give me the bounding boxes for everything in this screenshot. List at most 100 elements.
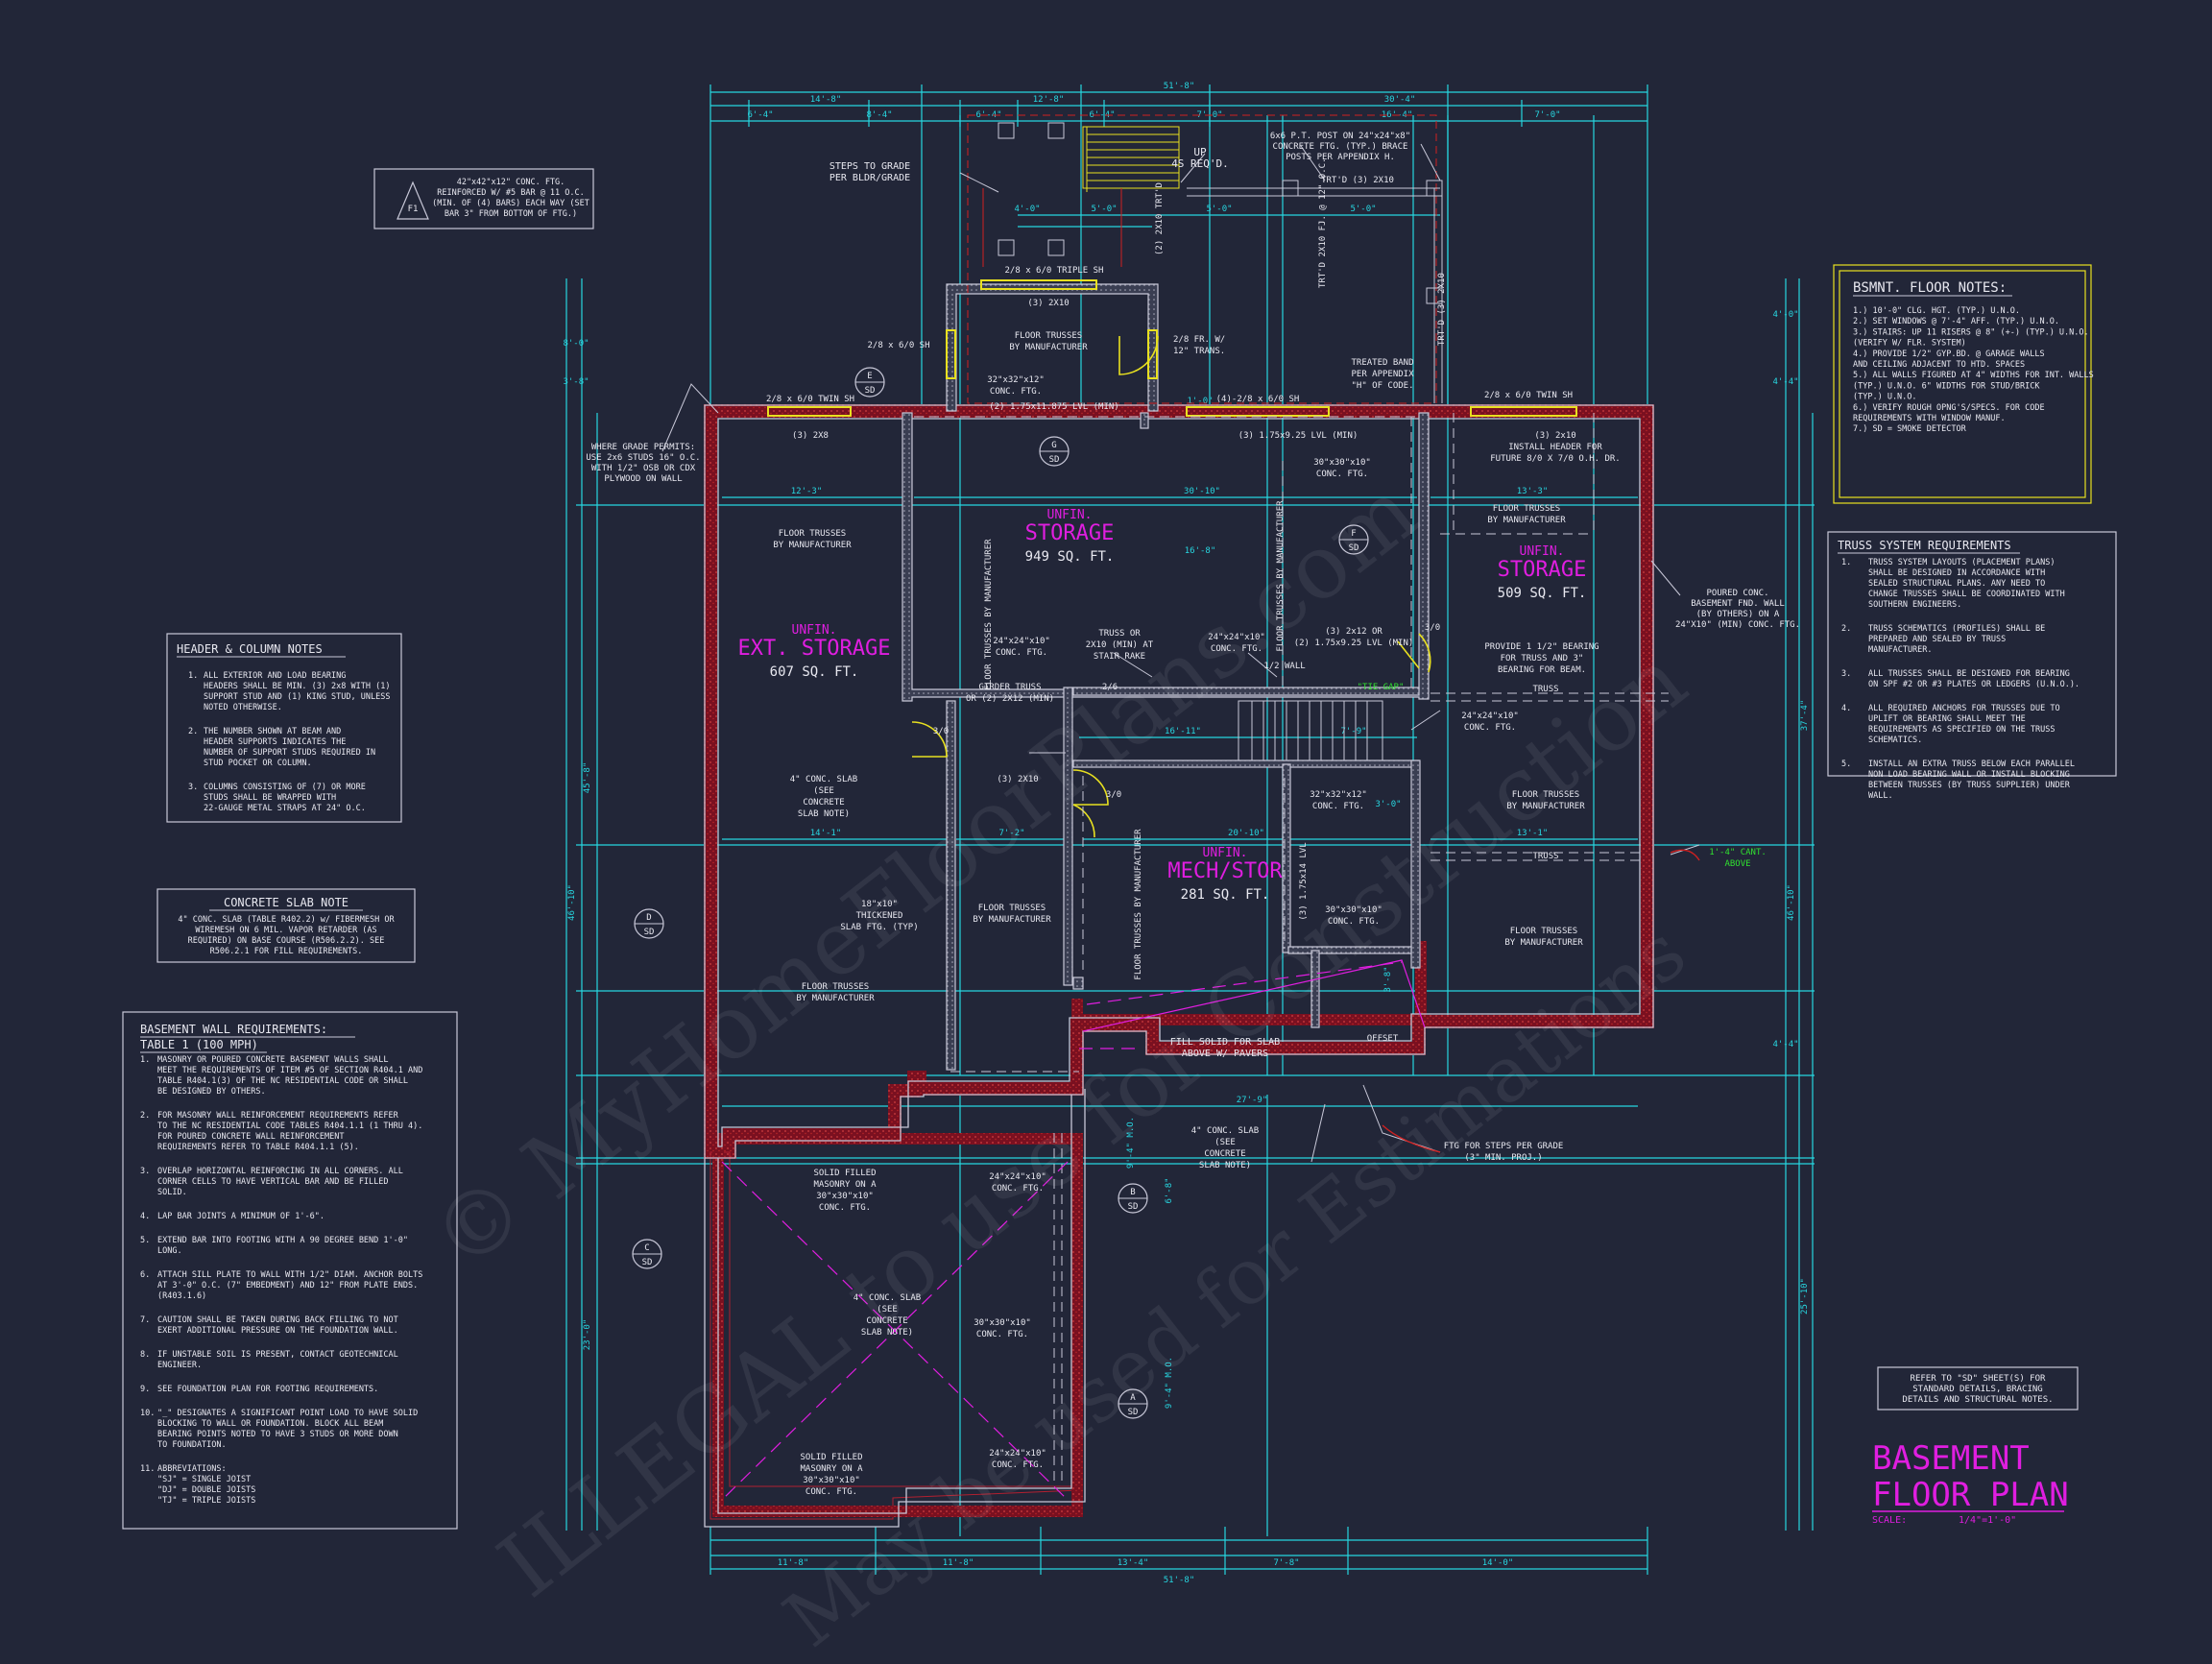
dimension-label: 4'-0" (1772, 310, 1798, 320)
annotation-text: (3) 2X10 (1027, 299, 1069, 308)
dimension-label: 13'-4" (1118, 1558, 1149, 1568)
annotation-text: 1.) 10'-0" CLG. HGT. (TYP.) U.N.O. (1853, 306, 2020, 316)
annotation-text: (2) 2X10 TRT'D (1155, 182, 1165, 255)
annotation-text: FLOOR TRUSSES (1512, 790, 1579, 800)
annotation-text: ALL EXTERIOR AND LOAD BEARING (204, 671, 346, 681)
annotation-text: WIREMESH ON 6 MIL. VAPOR RETARDER (AS (195, 926, 376, 935)
annotation-text: CONC. FTG. (1464, 723, 1516, 733)
annotation-text: FLOOR TRUSSES (978, 904, 1046, 913)
annotation-text: BY MANUFACTURER (1506, 802, 1585, 811)
annotation-text: INSTALL AN EXTRA TRUSS BELOW EACH PARALL… (1868, 760, 2075, 769)
annotation-text: WITH 1/2" OSB OR CDX (591, 464, 696, 473)
annotation-text: TABLE R404.1(3) OF THE NC RESIDENTIAL CO… (157, 1076, 408, 1086)
dimension-label: 3'-8" (1383, 966, 1393, 992)
dimension-label: 1'-0" (1187, 397, 1213, 406)
header-notes-title: HEADER & COLUMN NOTES (177, 642, 323, 656)
annotation-text: CONC. FTG. (805, 1487, 857, 1497)
annotation-text: 42"x42"x12" CONC. FTG. (457, 178, 565, 187)
annotation-text: (TYP.) U.N.O. (1853, 393, 1917, 402)
annotation-text: 4" CONC. SLAB (TABLE R402.2) w/ FIBERMES… (178, 915, 395, 925)
annotation-text: FOR TRUSS AND 3" (1501, 654, 1584, 663)
section-marker: ASD (1118, 1388, 1148, 1419)
annotation-text: "DJ" = DOUBLE JOISTS (157, 1485, 255, 1495)
annotation-text: PER APPENDIX (1351, 370, 1414, 379)
annotation-text: 1. (140, 1055, 150, 1065)
truss-requirements-box (1827, 531, 2117, 777)
annotation-text: FLOOR TRUSSES BY MANUFACTURER (1276, 500, 1286, 652)
annotation-text: BEARING FOR BEAM. (1498, 665, 1586, 675)
annotation-text: 3. (1841, 669, 1851, 679)
annotation-text: STUDS SHALL BE WRAPPED WITH (204, 793, 336, 803)
annotation-text: TRUSS (1532, 685, 1558, 694)
annotation-text: PROVIDE 1 1/2" BEARING (1484, 642, 1599, 652)
annotation-text: CONC. FTG. (976, 1330, 1028, 1339)
annotation-text: SLAB NOTE) (798, 809, 850, 819)
annotation-text: TO FOUNDATION. (157, 1440, 227, 1450)
annotation-text: 1'-4" CANT. (1709, 848, 1767, 857)
annotation-text: SOLID FILLED (813, 1169, 876, 1178)
annotation-text: 11. (140, 1464, 155, 1474)
dimension-lines (565, 84, 1815, 1575)
dimension-label: 3'-0" (1375, 800, 1401, 809)
annotation-text: 4. (1841, 704, 1851, 713)
annotation-text: THE NUMBER SHOWN AT BEAM AND (204, 727, 341, 736)
annotation-text: CONC. FTG. (1211, 644, 1262, 654)
annotation-text: FLOOR TRUSSES BY MANUFACTURER (1134, 829, 1143, 980)
annotation-text: TRT'D (3) 2X10 (1321, 176, 1394, 185)
dimension-label: 7'-0" (1534, 110, 1560, 120)
dimension-label: 30'-10" (1184, 487, 1220, 496)
section-sheet: SD (865, 386, 876, 396)
annotation-text: 1. (1841, 558, 1851, 567)
annotation-text: WALL. (1868, 791, 1893, 801)
slab-note-title: CONCRETE SLAB NOTE (224, 896, 349, 909)
dimension-label: 9'-4" M.O. (1126, 1117, 1136, 1169)
annotation-text: 7. (140, 1315, 150, 1325)
annotation-text: THICKENED (856, 911, 903, 921)
annotation-text: (3) 2x12 OR (1325, 627, 1382, 637)
annotation-text: TREATED BAND (1351, 358, 1413, 368)
room-label-name: STORAGE (1025, 521, 1115, 545)
annotation-text: POSTS PER APPENDIX H. (1286, 153, 1395, 162)
dimension-label: 3'-8" (563, 377, 589, 387)
section-letter: E (867, 372, 872, 381)
section-marker: GSD (1039, 436, 1070, 467)
annotation-text: (3) 2x10 (1534, 431, 1575, 441)
annotation-text: CONC. FTG. (990, 387, 1042, 397)
annotation-text: (SEE (1214, 1138, 1236, 1147)
annotation-text: 8. (140, 1350, 150, 1360)
dimension-label: 13'-3" (1517, 487, 1549, 496)
annotation-text: 5. (140, 1236, 150, 1245)
annotation-text: BETWEEN TRUSSES (BY TRUSS SUPPLIER) UNDE… (1868, 781, 2071, 790)
annotation-text: PLYWOOD ON WALL (604, 474, 682, 484)
annotation-text: 2/8 x 6/0 TWIN SH (766, 395, 854, 404)
annotation-text: (3" MIN. PROJ.) (1464, 1153, 1542, 1163)
annotation-text: "_" DESIGNATES A SIGNIFICANT POINT LOAD … (157, 1409, 418, 1418)
annotation-text: 24"x24"x10" (989, 1172, 1046, 1182)
annotation-text: LONG. (157, 1246, 182, 1256)
annotation-text: TRUSS OR (1098, 629, 1141, 639)
dimension-label: 5'-0" (1350, 205, 1376, 214)
section-sheet: SD (1049, 455, 1060, 465)
dimension-label: 8'-0" (563, 339, 589, 349)
doors (911, 335, 1431, 838)
annotation-text: 1. (188, 671, 198, 681)
dimension-label: 51'-8" (1164, 82, 1195, 91)
annotation-text: ENGINEER. (157, 1361, 202, 1370)
deck-framing (967, 114, 1443, 404)
annotation-text: SHALL BE DESIGNED IN ACCORDANCE WITH (1868, 568, 2045, 578)
bsmnt-notes-title: BSMNT. FLOOR NOTES: (1853, 280, 2007, 296)
annotation-text: 2. (1841, 624, 1851, 634)
annotation-text: HEADER SUPPORTS INDICATES THE (204, 737, 346, 747)
annotation-text: CORNER CELLS TO HAVE VERTICAL BAR AND BE… (157, 1177, 389, 1187)
concrete-slab-note-box (156, 888, 416, 963)
annotation-text: 2. (188, 727, 198, 736)
annotation-text: BY MANUFACTURER (1009, 343, 1088, 352)
room-label-status: UNFIN. (792, 623, 837, 638)
annotation-text: BY MANUFACTURER (1487, 516, 1566, 525)
room-area: 281 SQ. FT. (1181, 887, 1270, 903)
annotation-text: 3.) STAIRS: UP 11 RISERS @ 8" (+-) (TYP.… (1853, 327, 2089, 337)
annotation-text: "H" OF CODE. (1351, 381, 1413, 391)
refer-sd-note-box (1877, 1366, 2079, 1411)
